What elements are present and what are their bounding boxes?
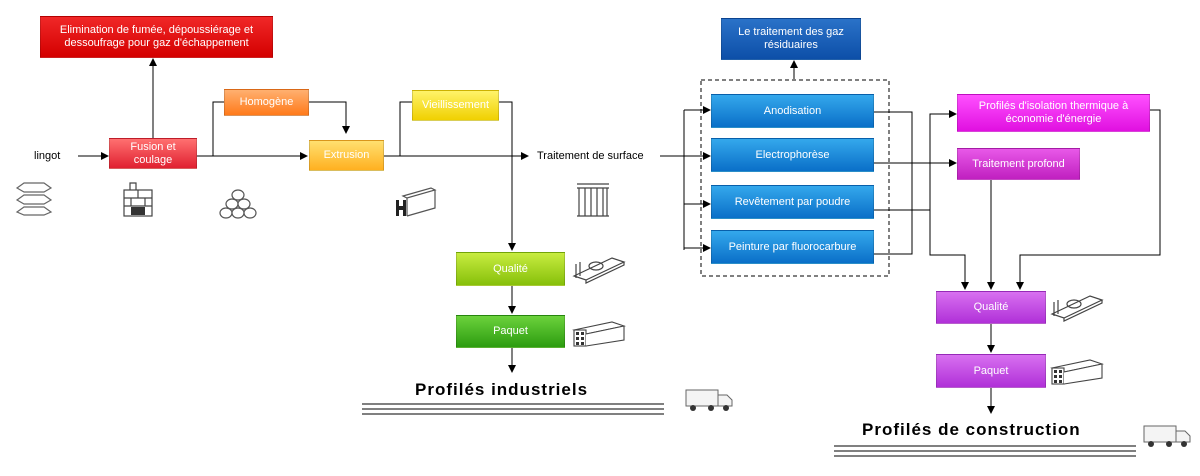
- ingot-label: lingot: [34, 150, 61, 162]
- deep-treatment-label: Traitement profond: [972, 157, 1065, 170]
- quality-construction-label: Qualité: [973, 301, 1009, 313]
- homogenize-label: Homogène: [239, 96, 294, 108]
- aging-box: Vieillissement: [412, 90, 499, 121]
- package-industrial-label: Paquet: [493, 325, 528, 337]
- fluorocarbon-box: Peinture par fluorocarbure: [711, 230, 874, 264]
- electrophoresis-label: Electrophorèse: [755, 148, 830, 161]
- stack-icon: [572, 321, 626, 347]
- anodizing-label: Anodisation: [763, 104, 822, 117]
- exhaust-treatment-label: Elimination de fumée, dépoussiérage et d…: [59, 24, 254, 49]
- quality-industrial-box: Qualité: [456, 252, 565, 286]
- package-construction-label: Paquet: [973, 364, 1009, 377]
- melting-box: Fusion et coulage: [109, 138, 197, 169]
- construction-profiles-title: Profilés de construction: [862, 420, 1081, 439]
- industrial-profiles-title: Profilés industriels: [415, 380, 589, 399]
- extrusion-label: Extrusion: [323, 149, 370, 161]
- package-industrial-box: Paquet: [456, 315, 565, 348]
- exhaust-treatment-box: Elimination de fumée, dépoussiérage et d…: [40, 16, 273, 58]
- insulation-profiles-box: Profilés d'isolation thermique à économi…: [957, 94, 1150, 132]
- deep-treatment-box: Traitement profond: [957, 148, 1080, 180]
- surface-treatment-label: Traitement de surface: [537, 150, 644, 162]
- waste-gas-label: Le traitement des gaz résiduaires: [738, 26, 844, 51]
- logs-icon: [219, 189, 257, 219]
- homogenize-box: Homogène: [224, 89, 309, 116]
- aging-label: Vieillissement: [421, 99, 490, 111]
- inspection-icon: [572, 257, 626, 284]
- insulation-profiles-label: Profilés d'isolation thermique à économi…: [978, 100, 1129, 125]
- electrophoresis-box: Electrophorèse: [711, 138, 874, 172]
- inspection-icon: [1050, 295, 1104, 322]
- quality-industrial-label: Qualité: [493, 262, 528, 275]
- package-construction-box: Paquet: [936, 354, 1046, 388]
- fluorocarbon-label: Peinture par fluorocarbure: [728, 240, 857, 253]
- anodizing-box: Anodisation: [711, 94, 874, 128]
- truck-icon: [1143, 425, 1191, 447]
- melting-label: Fusion et coulage: [130, 140, 176, 166]
- stack-icon: [1050, 359, 1104, 385]
- ingot-icon: [15, 182, 53, 216]
- rack-icon: [577, 183, 609, 217]
- furnace-icon: [123, 182, 153, 217]
- extrusion-box: Extrusion: [309, 140, 384, 171]
- powder-coating-box: Revêtement par poudre: [711, 185, 874, 219]
- quality-construction-box: Qualité: [936, 291, 1046, 324]
- truck-icon: [685, 389, 733, 411]
- waste-gas-box: Le traitement des gaz résiduaires: [721, 18, 861, 60]
- powder-coating-label: Revêtement par poudre: [734, 195, 851, 208]
- profile-icon: [396, 187, 437, 217]
